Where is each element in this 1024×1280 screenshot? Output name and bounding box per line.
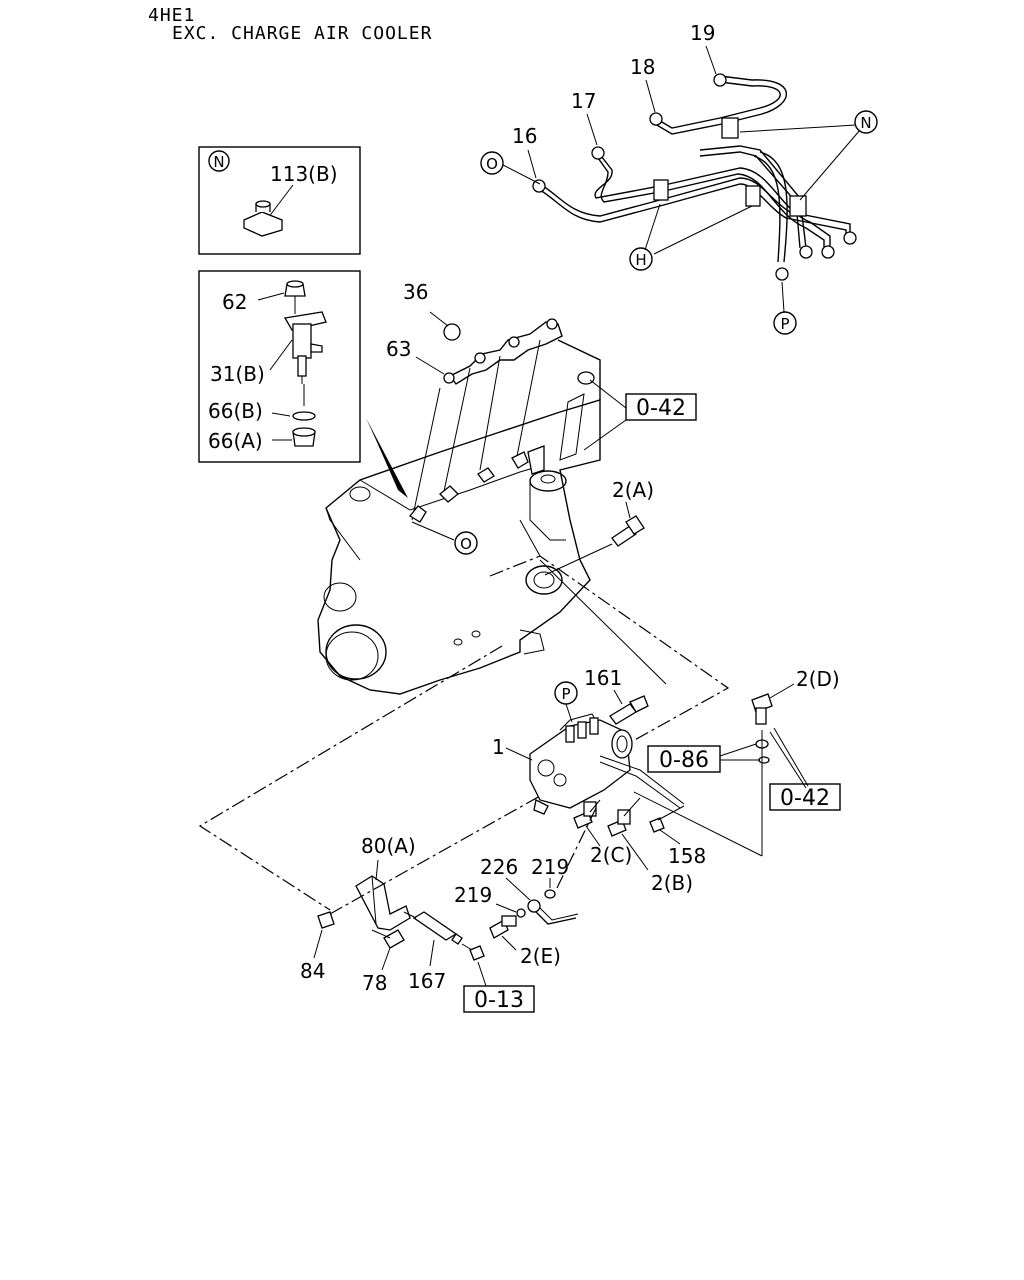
injection-pipes <box>502 73 861 313</box>
ref-box-0-86 <box>647 745 721 773</box>
label-18: 18 <box>630 55 655 79</box>
fitting-16 <box>532 179 546 193</box>
fitting-226 <box>527 899 579 925</box>
washer-219-left <box>516 908 526 918</box>
label-2a: 2(A) <box>612 478 654 502</box>
ref-0-42-top: 0-42 <box>636 396 686 421</box>
bolt-36 <box>443 323 461 341</box>
seal-66a <box>292 427 316 447</box>
label-62: 62 <box>222 290 247 314</box>
label-66a: 66(A) <box>208 429 263 453</box>
rod-167 <box>412 911 463 945</box>
label-219-right: 219 <box>531 855 569 879</box>
marker-p-pipe: P <box>780 315 789 333</box>
label-63: 63 <box>386 337 411 361</box>
label-113b: 113(B) <box>270 162 338 186</box>
pipe-clamp-n1 <box>721 117 739 139</box>
marker-h: H <box>635 251 646 269</box>
label-80a: 80(A) <box>361 834 416 858</box>
marker-p-pipe-circle <box>773 311 797 335</box>
label-2d: 2(D) <box>796 667 840 691</box>
bolt-2c <box>573 801 597 829</box>
pipe-clamp-h2 <box>745 185 761 207</box>
pump-mount-flange <box>525 565 563 595</box>
label-84: 84 <box>300 959 325 983</box>
pipe-clip-part <box>243 200 283 237</box>
pipe-clamp-h1 <box>653 179 669 201</box>
inset-marker-circle <box>208 150 230 172</box>
header-model: 4HE1 <box>148 5 196 26</box>
marker-n-circle <box>854 110 878 134</box>
marker-o-engine: O <box>460 535 472 553</box>
ref-box-0-42-top <box>625 393 697 421</box>
label-66b: 66(B) <box>208 399 263 423</box>
leak-off-pipe <box>415 311 563 385</box>
marker-n: N <box>860 114 871 132</box>
label-161: 161 <box>584 666 622 690</box>
assembly-line-bracket <box>198 645 503 911</box>
label-78: 78 <box>362 971 387 995</box>
fitting-18 <box>649 112 663 126</box>
label-36: 36 <box>403 280 428 304</box>
inset-clip-frame <box>198 146 361 255</box>
marker-h-circle <box>629 247 653 271</box>
washer-219-right <box>544 889 556 899</box>
label-219-left: 219 <box>454 883 492 907</box>
bolt-2a <box>611 515 645 547</box>
label-31b: 31(B) <box>210 362 265 386</box>
ref-0-42-pump: 0-42 <box>780 786 830 811</box>
marker-o-top: O <box>486 155 498 173</box>
ref-0-86: 0-86 <box>659 748 709 773</box>
nut-0-13 <box>469 945 485 961</box>
ref-box-0-42-pump <box>769 783 841 811</box>
ref-box-0-13 <box>463 985 535 1013</box>
ref-0-13: 0-13 <box>474 988 524 1013</box>
bolt-2e <box>489 915 517 939</box>
label-19: 19 <box>690 21 715 45</box>
inset-marker-n: N <box>213 153 224 171</box>
marker-p-pump: P <box>561 685 570 703</box>
nut-84 <box>317 911 335 929</box>
bolt-2b <box>607 809 631 837</box>
fitting-19 <box>713 73 727 87</box>
label-167: 167 <box>408 969 446 993</box>
engine-block <box>317 339 627 695</box>
label-17: 17 <box>571 89 596 113</box>
label-226: 226 <box>480 855 518 879</box>
banjo-161 <box>609 695 649 725</box>
bolt-78 <box>383 929 405 949</box>
pipe-clamp-n2 <box>789 195 807 217</box>
header-variant: EXC. CHARGE AIR COOLER <box>172 23 433 44</box>
marker-o-engine-circle <box>454 531 478 555</box>
assembly-line-pump <box>489 555 730 757</box>
inset-nozzle-frame <box>198 270 361 463</box>
leak-off-bracket <box>527 445 545 475</box>
nozzle-nut-62 <box>284 280 306 297</box>
inset-clip-n: N 113(B) <box>198 146 361 255</box>
return-hose <box>559 393 585 461</box>
nut-158 <box>649 817 665 833</box>
label-2b: 2(B) <box>651 871 693 895</box>
inset-nozzle: 62 31(B) 66(B) 66(A) <box>198 270 361 463</box>
marker-o-top-circle <box>480 151 504 175</box>
injection-nozzle-31b <box>283 311 327 384</box>
injection-pump <box>529 713 685 815</box>
label-2e: 2(E) <box>520 944 561 968</box>
pointer-arrow <box>366 418 408 498</box>
label-1: 1 <box>492 735 505 759</box>
label-16: 16 <box>512 124 537 148</box>
label-158: 158 <box>668 844 706 868</box>
fitting-17 <box>591 146 605 160</box>
washer-66b <box>292 411 316 421</box>
label-2c: 2(C) <box>590 843 632 867</box>
